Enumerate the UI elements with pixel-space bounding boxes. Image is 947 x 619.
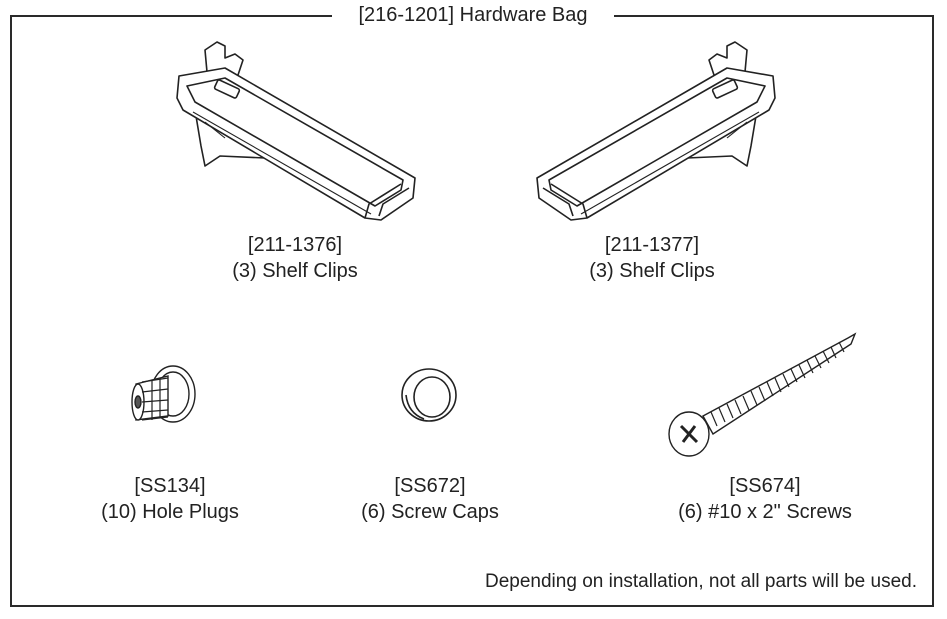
installation-note: Depending on installation, not all parts…: [485, 571, 917, 592]
part-description: (3) Shelf Clips: [589, 260, 715, 282]
part-description: (6) Screw Caps: [361, 501, 499, 523]
shelf-clip-right-icon: [536, 41, 776, 221]
part-code: [211-1376]: [247, 234, 343, 256]
hardware-bag-title: [216-1201] Hardware Bag: [332, 2, 614, 28]
part-code: [SS134]: [134, 475, 206, 497]
part-code: [SS672]: [394, 475, 466, 497]
part-caption-ss674: [SS674] (6) #10 x 2" Screws: [655, 473, 875, 525]
part-caption-ss672: [SS672] (6) Screw Caps: [340, 473, 520, 525]
part-code: [211-1377]: [604, 234, 700, 256]
part-description: (6) #10 x 2" Screws: [678, 501, 852, 523]
part-caption-ss134: [SS134] (10) Hole Plugs: [80, 473, 260, 525]
part-description: (10) Hole Plugs: [101, 501, 239, 523]
part-code: [SS674]: [729, 475, 801, 497]
part-caption-211-1376: [211-1376] (3) Shelf Clips: [205, 232, 385, 284]
shelf-clip-left-icon: [176, 41, 416, 221]
part-caption-211-1377: [211-1377] (3) Shelf Clips: [562, 232, 742, 284]
screw-icon: [668, 332, 857, 457]
screw-cap-icon: [401, 368, 457, 422]
hole-plug-icon: [131, 365, 196, 423]
part-description: (3) Shelf Clips: [232, 260, 358, 282]
